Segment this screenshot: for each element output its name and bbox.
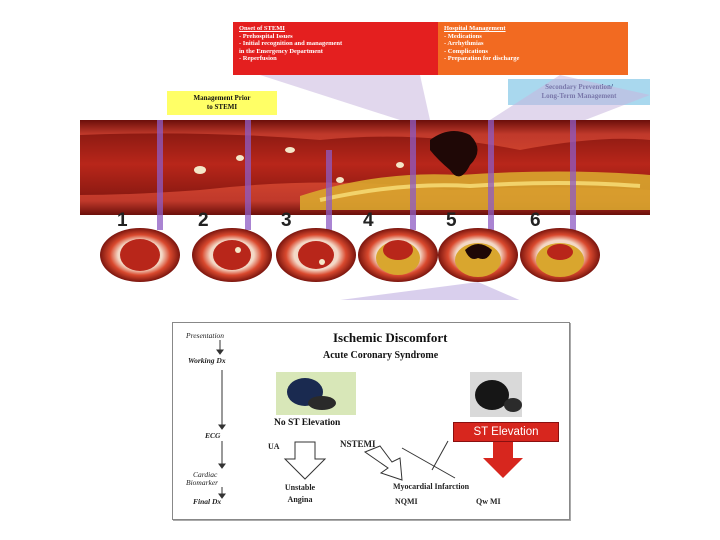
step-final-dx: Final Dx	[193, 497, 222, 506]
badge-pointer	[431, 440, 449, 471]
step-cardiac: Cardiac	[193, 470, 218, 479]
mi-pointer	[401, 447, 456, 479]
angina-line: Angina	[287, 495, 313, 504]
onset-item: - Reperfusion	[239, 55, 277, 63]
blood-cell	[236, 155, 244, 161]
blood-cell	[194, 166, 206, 174]
st-elevation-arrow	[483, 442, 523, 478]
prior-line: Management Prior	[193, 94, 251, 102]
stage-number-5: 5	[446, 210, 457, 231]
no-st-elevation-label: No ST Elevation	[274, 418, 341, 428]
onset-item: in the Emergency Department	[239, 47, 323, 55]
hospital-item: - Arrhythmias	[444, 40, 484, 48]
st-elevation-badge: ST Elevation	[453, 422, 559, 442]
cross-section-2	[192, 228, 272, 282]
stage-number-1: 1	[117, 210, 128, 231]
cross-section-6	[520, 228, 600, 282]
hospital-item: - Complications	[444, 47, 488, 55]
plaque-highlight	[319, 181, 641, 202]
no-st-ecg-image	[276, 372, 356, 415]
mi-label: Myocardial Infarction	[393, 482, 470, 491]
st-elevation-image	[470, 372, 522, 417]
onset-title: Onset of STEMI	[239, 25, 285, 32]
detail-callout	[340, 282, 520, 300]
onset-item: - Initial recognition and management	[239, 40, 343, 48]
stage-number-4: 4	[363, 210, 374, 231]
cross-section-5	[438, 228, 518, 282]
step-ecg: ECG	[205, 431, 221, 440]
acs-panel	[172, 322, 570, 520]
ua-label: UA	[268, 442, 280, 451]
panel-title: Ischemic Discomfort	[333, 330, 448, 345]
nstemi-arrow	[363, 445, 403, 481]
unstable-angina-label: Unstable Angina	[278, 482, 322, 506]
qwmi-label: Qw MI	[476, 497, 501, 506]
prior-management-box: Management Prior to STEMI	[167, 91, 277, 115]
hospital-management-box: Hospital Management - Medications - Arrh…	[438, 22, 628, 75]
artery-illustration	[80, 75, 650, 300]
stage-number-3: 3	[281, 210, 292, 231]
stage-connectors	[157, 120, 576, 230]
step-working-dx: Working Dx	[188, 356, 226, 365]
unstable-line: Unstable	[284, 483, 316, 492]
step-biomarker: Biomarker	[186, 478, 219, 487]
hospital-item: - Medications	[444, 32, 482, 40]
nstemi-label: NSTEMI	[340, 439, 376, 449]
callout-wedge	[260, 75, 430, 120]
step-presentation: Presentation	[186, 331, 225, 340]
panel-subtitle: Acute Coronary Syndrome	[323, 350, 439, 361]
stemi-onset-box: Onset of STEMI - Prehospital Issues - In…	[233, 22, 438, 75]
onset-item: - Prehospital Issues	[239, 32, 293, 40]
blood-cell	[396, 162, 404, 168]
cross-section-4	[358, 228, 438, 282]
nqmi-label: NQMI	[395, 497, 418, 506]
stage-number-2: 2	[198, 210, 209, 231]
callout-wedge	[490, 75, 650, 122]
stage-number-6: 6	[530, 210, 541, 231]
hospital-item: - Preparation for discharge	[444, 55, 520, 63]
blood-cell	[285, 147, 295, 153]
thrombus	[430, 131, 478, 177]
prior-line: to STEMI	[206, 102, 238, 111]
hospital-title: Hospital Management	[444, 25, 506, 32]
cross-section-3	[276, 228, 356, 282]
blood-cell	[336, 177, 344, 183]
cross-section-1	[100, 228, 180, 282]
ua-arrow	[283, 441, 327, 480]
